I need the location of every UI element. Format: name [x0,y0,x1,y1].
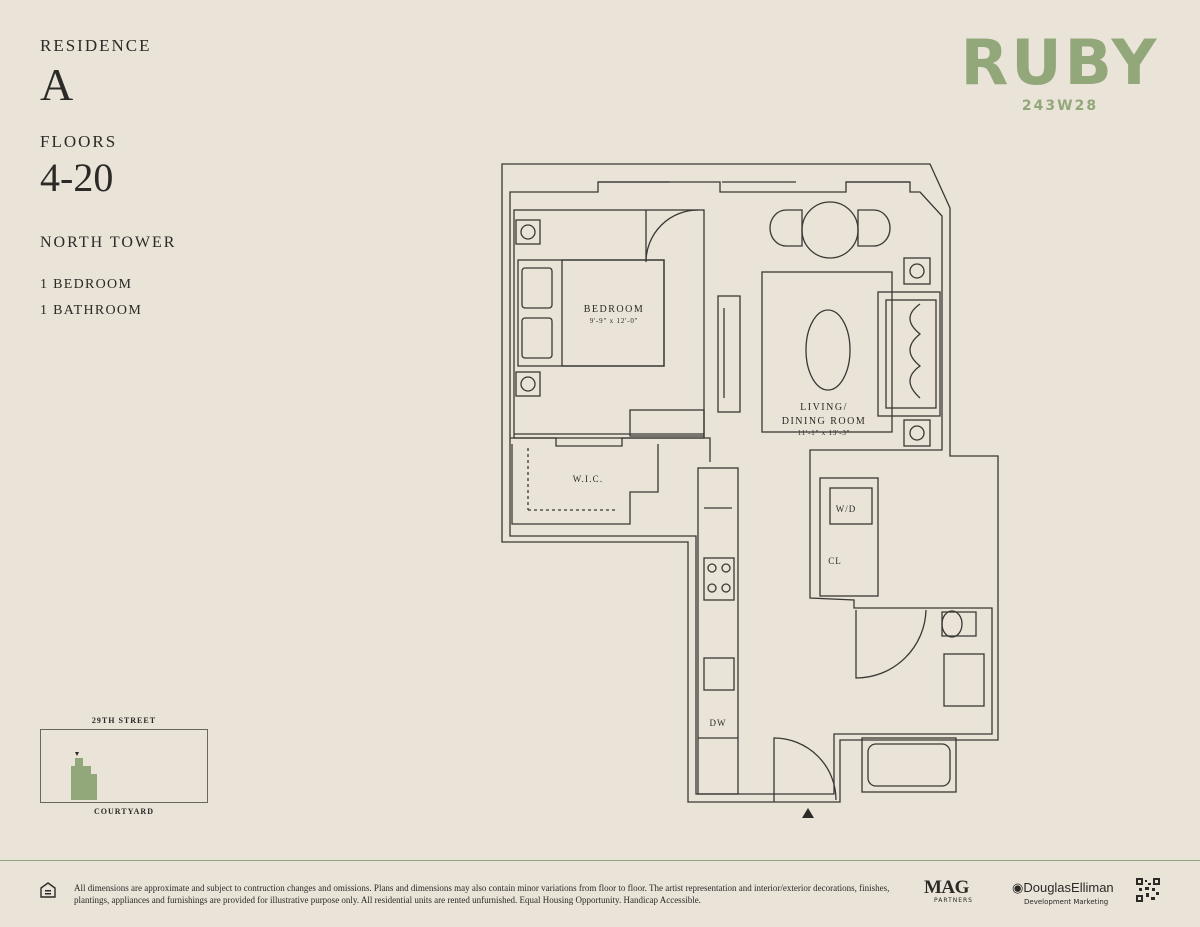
living-label-line1: LIVING/ [800,402,848,413]
mag-sub: PARTNERS [934,897,973,904]
living-label-line2: DINING ROOM [782,416,867,427]
residence-label: RESIDENCE [40,36,152,55]
brand-address: 243W28 [1021,98,1099,114]
mag-name: MAG [924,877,969,898]
spec-bathrooms: 1 BATHROOM [40,303,143,318]
de-sub: Development Marketing [1024,898,1109,906]
keyplan-arrow-icon [75,752,79,756]
bedroom-label: BEDROOM [584,304,645,315]
equal-housing-icon [40,882,56,898]
entry-arrow-icon [802,808,814,818]
keyplan-map [40,729,208,803]
mag-partners-logo: MAG PARTNERS [924,878,973,904]
brand-logo: RUBY 243W28 [960,26,1160,115]
keyplan-street: 29TH STREET [91,716,157,725]
de-mark-icon: ◉ [1012,880,1024,895]
floors-value: 4-20 [40,155,114,200]
footer-divider [0,860,1200,861]
residence-value: A [40,59,74,110]
douglas-elliman-logo: ◉DouglasElliman Development Marketing [1012,880,1114,906]
floor-plan-drawing: BEDROOM 9'-9" x 12'-0" LIVING/ DINING RO… [501,163,999,818]
key-plan: 29TH STREET COURTYARD [40,716,208,816]
floors-label: FLOORS [40,132,118,151]
residence-info: RESIDENCE A FLOORS 4-20 NORTH TOWER 1 BE… [40,36,176,324]
de-name: ◉DouglasElliman [1012,880,1114,895]
keyplan-courtyard: COURTYARD [94,807,154,816]
keyplan-unit-marker [71,752,97,800]
tower-name: NORTH TOWER [40,234,177,251]
wic-label: W.I.C. [573,474,604,484]
dishwasher-label: DW [710,718,727,728]
unit-specs: 1 BEDROOM 1 BATHROOM [40,272,176,324]
closet-label: CL [828,556,842,566]
wd-label: W/D [836,504,857,514]
qr-code-icon [1136,878,1160,902]
floor-plan: BEDROOM 9'-9" x 12'-0" LIVING/ DINING RO… [490,158,1010,828]
spec-bedrooms: 1 BEDROOM [40,277,133,292]
bedroom-dims: 9'-9" x 12'-0" [590,317,639,325]
brand-name: RUBY [960,26,1160,99]
living-dims: 11'-1" x 13'-3" [798,429,851,437]
disclaimer-text: All dimensions are approximate and subje… [74,883,890,905]
